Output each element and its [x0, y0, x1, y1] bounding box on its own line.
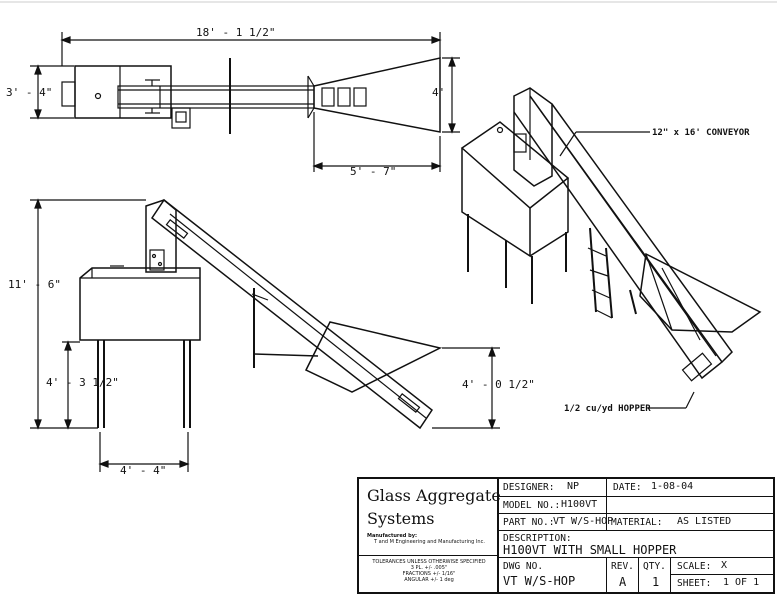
qty-cell: QTY. 1 [639, 558, 671, 592]
part-row: PART NO.: VT W/S-HOP MATERIAL: AS LISTED [499, 514, 773, 531]
rev-label: REV. [611, 561, 634, 572]
sheet-label: SHEET: [677, 578, 712, 589]
plan-view: 18' - 1 1/2" 3' - 4" [6, 26, 460, 178]
model-label: MODEL NO.: [503, 500, 561, 511]
company-divider [359, 555, 497, 556]
dwg-row: DWG NO. VT W/S-HOP REV. A QTY. 1 SCALE: … [499, 558, 773, 592]
designer-cell: DESIGNER: NP [499, 479, 607, 496]
date-label: DATE: [613, 482, 642, 493]
rev-cell: REV. A [607, 558, 639, 592]
tolerances-block: TOLERANCES UNLESS OTHERWISE SPECIFIED 3 … [365, 559, 493, 583]
description-label: DESCRIPTION: [503, 533, 572, 544]
sheet-cell: SHEET: 1 OF 1 [671, 574, 773, 592]
scale-label: SCALE: [677, 561, 712, 572]
title-block: Glass Aggregate Systems Manufactured by:… [357, 477, 775, 594]
dim-plan-width: 3' - 4" [6, 86, 52, 99]
dim-hopper-length: 5' - 7" [350, 165, 396, 178]
part-cell: PART NO.: VT W/S-HOP [499, 514, 613, 530]
tolerance-line: TOLERANCES UNLESS OTHERWISE SPECIFIED [372, 559, 486, 565]
callout-conveyor: 12" x 16' CONVEYOR [652, 128, 750, 138]
tolerance-line: 3 PL. +/- .005" [410, 565, 448, 571]
dim-hopper-width: 4' [432, 86, 445, 99]
part-value: VT W/S-HOP [553, 516, 614, 527]
manufacturer-label: Manufactured by: [367, 533, 417, 539]
model-cell: MODEL NO.: H100VT [499, 497, 607, 513]
company-name-line2: Systems [367, 509, 435, 528]
scale-cell: SCALE: X [671, 558, 773, 575]
qty-label: QTY. [643, 561, 666, 572]
manufacturer-name: T and M Engineering and Manufacturing In… [374, 539, 485, 545]
qty-value: 1 [652, 575, 660, 589]
description-value: H100VT WITH SMALL HOPPER [503, 543, 677, 557]
dwg-label: DWG NO. [503, 561, 544, 572]
part-label: PART NO.: [503, 517, 555, 528]
dim-stand-height: 4' - 3 1/2" [46, 376, 119, 389]
dwg-cell: DWG NO. VT W/S-HOP [499, 558, 607, 592]
material-cell: MATERIAL: AS LISTED [607, 514, 773, 530]
dim-overall-length: 18' - 1 1/2" [196, 26, 275, 39]
designer-value: NP [567, 481, 580, 492]
material-label: MATERIAL: [611, 517, 663, 528]
sheet-value: 1 OF 1 [723, 577, 760, 588]
rev-value: A [619, 575, 627, 589]
model-value: H100VT [561, 499, 598, 510]
callout-hopper: 1/2 cu/yd HOPPER [564, 404, 651, 414]
tolerance-line: FRACTIONS +/- 1/16" [402, 571, 456, 577]
tolerance-line: ANGULAR +/- 1 deg [404, 577, 454, 583]
designer-label: DESIGNER: [503, 482, 555, 493]
material-value: AS LISTED [677, 516, 732, 527]
scale-value: X [721, 560, 728, 571]
date-value: 1-08-04 [651, 481, 694, 492]
isometric-view: 12" x 16' CONVEYOR 1/2 cu/yd HOPPER [460, 87, 762, 414]
dim-overall-height: 11' - 6" [8, 278, 61, 291]
date-cell: DATE: 1-08-04 [607, 479, 773, 496]
designer-row: DESIGNER: NP DATE: 1-08-04 [499, 479, 773, 497]
dwg-value: VT W/S-HOP [503, 574, 576, 588]
model-row: MODEL NO.: H100VT [499, 497, 773, 514]
company-name-line1: Glass Aggregate [367, 486, 501, 505]
description-row: DESCRIPTION: H100VT WITH SMALL HOPPER [499, 531, 773, 558]
company-cell: Glass Aggregate Systems Manufactured by:… [359, 479, 501, 592]
dim-hopper-height: 4' - 0 1/2" [462, 378, 535, 391]
dim-stand-width: 4' - 4" [120, 464, 166, 477]
scale-sheet-cell: SCALE: X SHEET: 1 OF 1 [671, 558, 773, 592]
side-view: 11' - 6" 4' - 3 1/2" 4' - 0 1/2" 4' - 4" [8, 198, 535, 477]
